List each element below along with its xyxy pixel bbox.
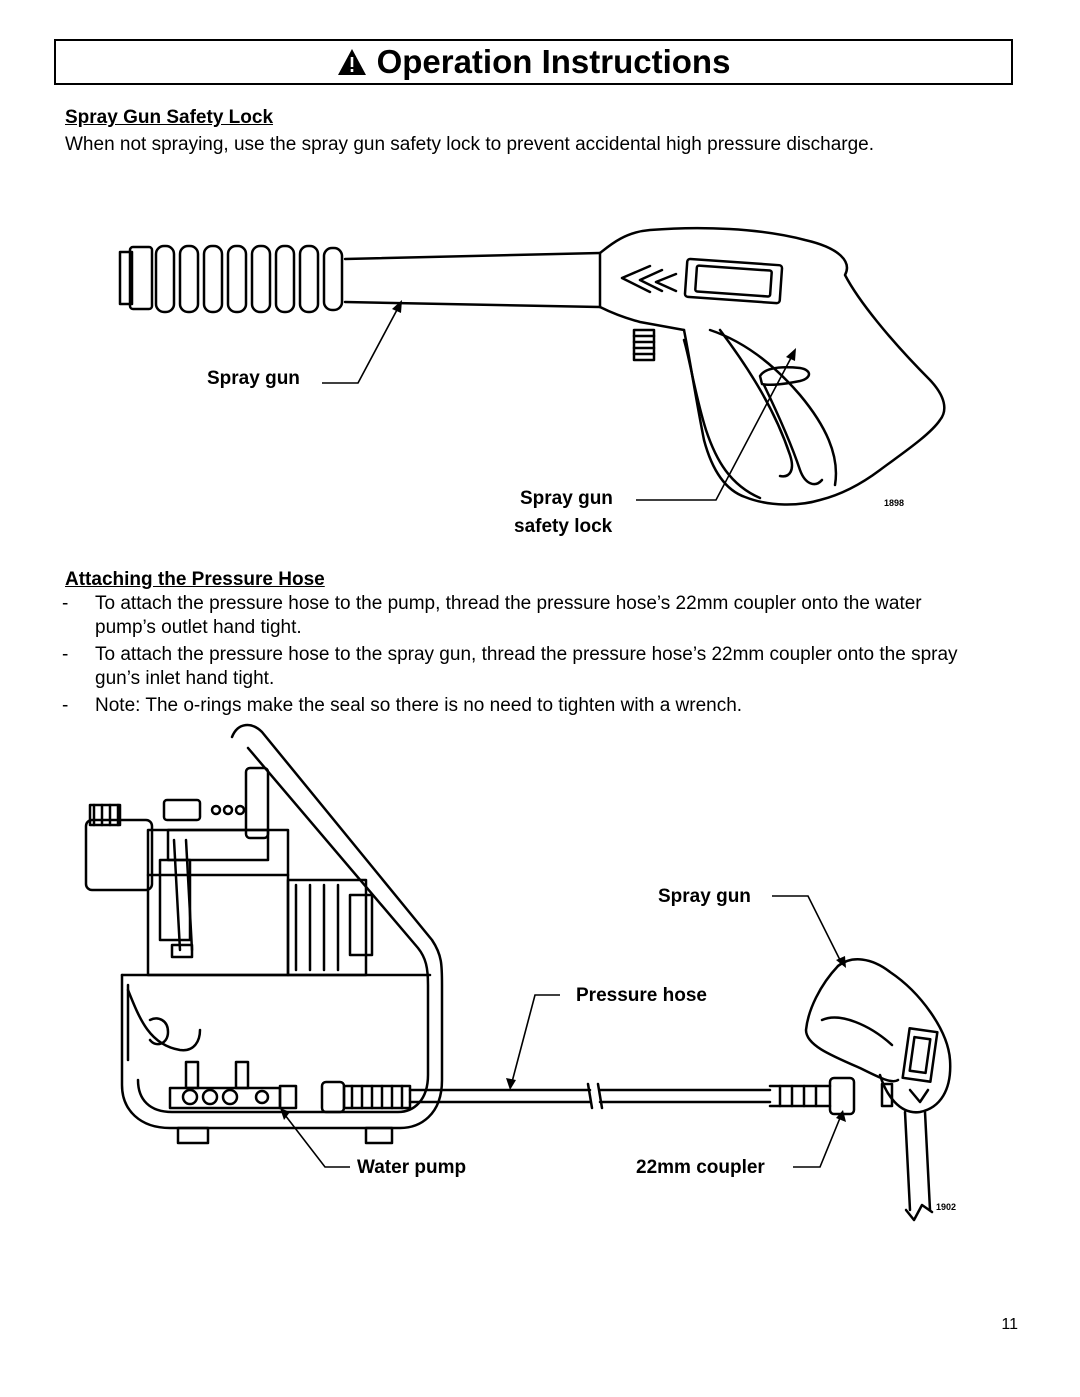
callout-safety-lock-line2: safety lock [514, 516, 613, 537]
figure-number-1898: 1898 [884, 498, 905, 508]
callout-safety-lock-line1: Spray gun [520, 488, 613, 509]
list-item-text: Note: The o-rings make the seal so there… [95, 695, 743, 716]
bullet-dash: - [62, 593, 69, 614]
page-number: 11 [1001, 1316, 1018, 1333]
callout-22mm-coupler: 22mm coupler [636, 1157, 765, 1178]
list-item: - Note: The o-rings make the seal so the… [62, 694, 982, 718]
list-item-text: To attach the pressure hose to the spray… [95, 644, 958, 689]
warning-triangle-icon [337, 49, 366, 75]
spray-gun-illustration [118, 226, 946, 506]
callout-water-pump: Water pump [357, 1157, 467, 1178]
bullet-dash: - [62, 695, 69, 716]
pressure-washer-illustration [84, 723, 952, 1222]
instruction-list: - To attach the pressure hose to the pum… [62, 592, 982, 721]
figure-number-1902: 1902 [936, 1202, 957, 1212]
callout-spray-gun: Spray gun [207, 368, 300, 389]
safety-lock-text: When not spraying, use the spray gun saf… [65, 134, 875, 155]
page-title: Operation Instructions [376, 43, 731, 80]
section-heading-pressure-hose: Attaching the Pressure Hose [65, 569, 325, 590]
list-item-text: To attach the pressure hose to the pump,… [95, 593, 922, 638]
bullet-dash: - [62, 644, 69, 665]
list-item: - To attach the pressure hose to the spr… [62, 643, 982, 691]
section-heading-safety-lock: Spray Gun Safety Lock [65, 107, 274, 128]
callout-pressure-hose: Pressure hose [576, 985, 707, 1006]
list-item: - To attach the pressure hose to the pum… [62, 592, 982, 640]
page-header: Operation Instructions [54, 39, 1013, 85]
callout-spray-gun-2: Spray gun [658, 886, 751, 907]
